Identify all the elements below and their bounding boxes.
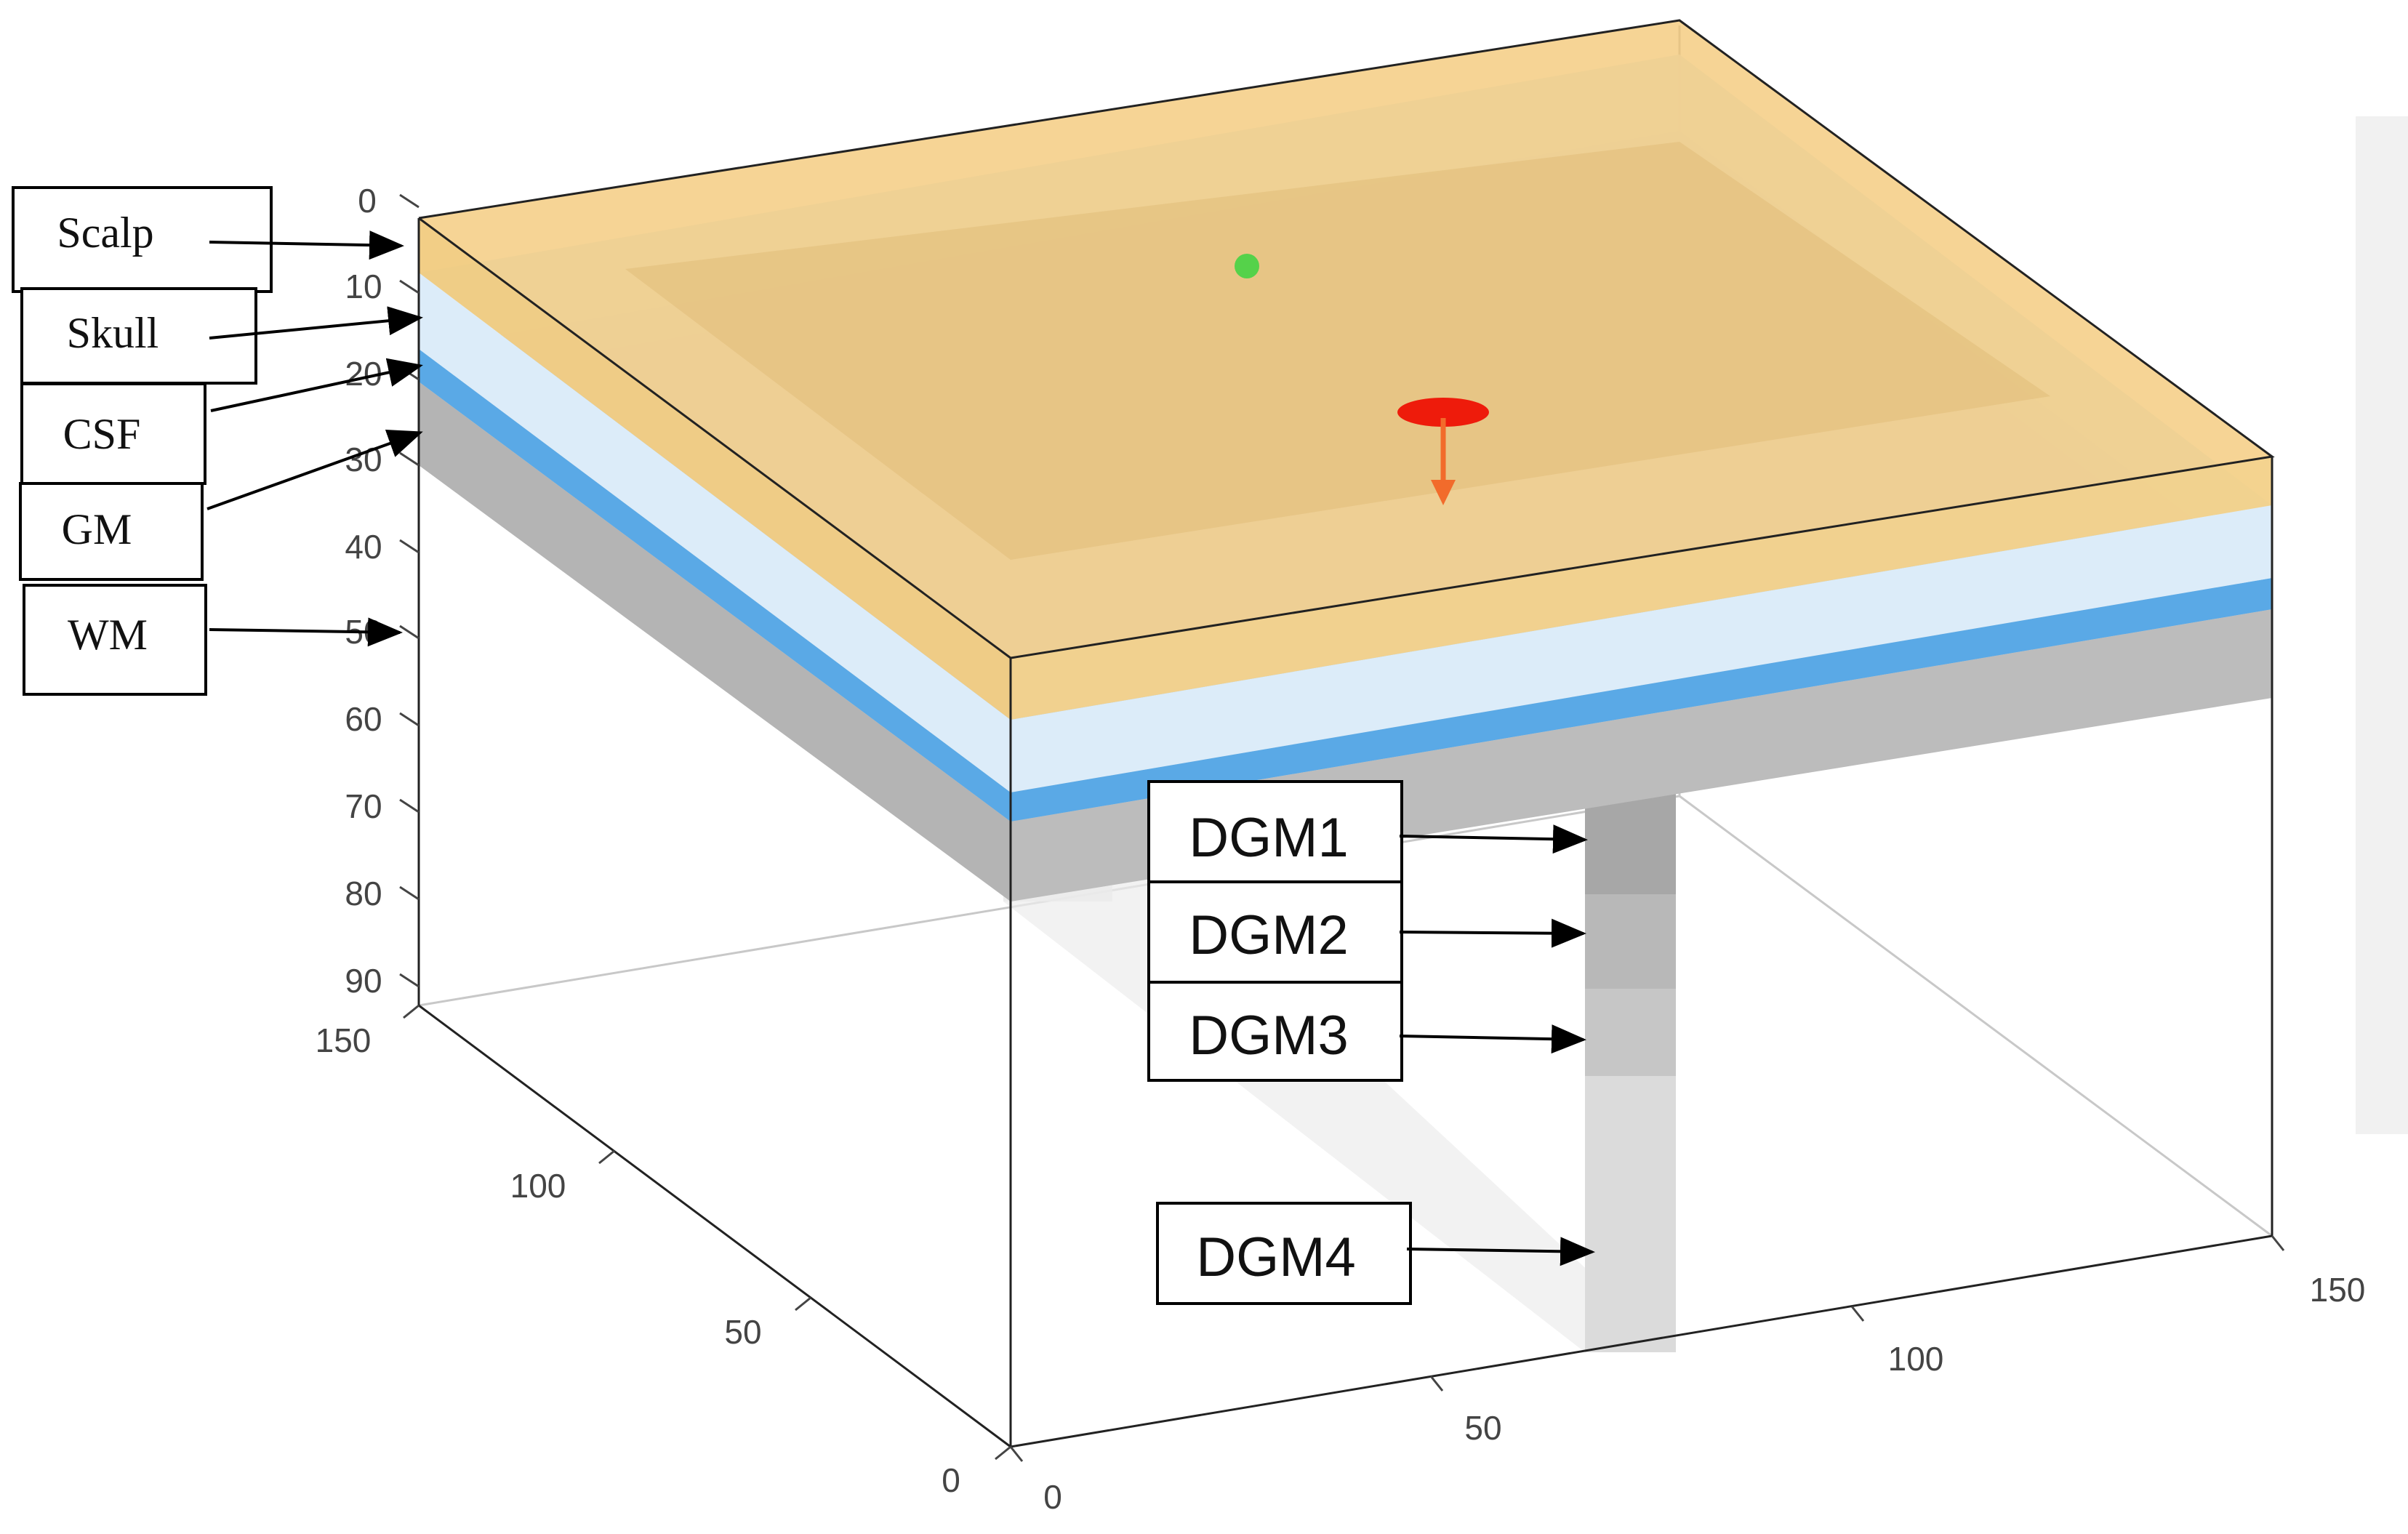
- dgm3-label-text: DGM3: [1189, 1005, 1349, 1067]
- z-tick-70: 70: [345, 787, 382, 825]
- csf-label-text: CSF: [63, 410, 141, 458]
- dgm2-label: DGM2: [1147, 880, 1586, 984]
- y-tick-150: 150: [316, 1021, 372, 1059]
- x-tick-150: 150: [2310, 1271, 2366, 1309]
- wm-label: WM: [23, 584, 403, 696]
- dgm3-block: [1585, 989, 1676, 1076]
- z-tick-0: 0: [358, 182, 377, 220]
- layer-labels: Scalp Skull CSF GM WM: [12, 186, 423, 696]
- x-tick-100: 100: [1888, 1340, 1944, 1378]
- z-tick-80: 80: [345, 875, 382, 912]
- z-tick-30: 30: [345, 441, 382, 478]
- sensor-dot-icon: [1235, 254, 1259, 278]
- scalp-label: Scalp: [12, 186, 404, 293]
- x-axis-ticks: [1009, 1235, 2285, 1462]
- dgm4-label: DGM4: [1156, 1202, 1595, 1305]
- x-tick-0: 0: [1043, 1478, 1062, 1516]
- dgm3-label: DGM3: [1147, 981, 1586, 1082]
- z-axis-labels: 0 10 20 30 40 50 60 70 80 90: [345, 182, 382, 1000]
- dgm1-label-text: DGM1: [1189, 807, 1349, 869]
- region-labels: DGM1 DGM2 DGM3 DGM4: [1147, 780, 1595, 1305]
- gm-label: GM: [19, 430, 423, 581]
- scalp-label-text: Scalp: [57, 209, 153, 257]
- y-axis-labels: 150 100 50 0: [316, 1021, 960, 1499]
- edge-shadow: [2356, 116, 2408, 1134]
- x-tick-50: 50: [1464, 1409, 1501, 1447]
- dgm2-block: [1585, 894, 1676, 989]
- dgm2-label-text: DGM2: [1189, 904, 1349, 966]
- z-tick-10: 10: [345, 268, 382, 305]
- z-tick-20: 20: [345, 355, 382, 393]
- x-axis-labels: 0 50 100 150: [1043, 1271, 2365, 1516]
- y-tick-100: 100: [510, 1167, 566, 1205]
- z-tick-90: 90: [345, 962, 382, 1000]
- gm-label-text: GM: [62, 505, 132, 553]
- dgm4-label-text: DGM4: [1196, 1226, 1356, 1288]
- scalp-layer: [419, 20, 2272, 720]
- dgm4-lower: [1585, 1076, 1676, 1352]
- csf-label: CSF: [20, 358, 423, 485]
- skull-label-text: Skull: [67, 309, 159, 357]
- y-tick-50: 50: [724, 1313, 761, 1351]
- y-axis-ticks: [403, 1004, 1011, 1461]
- source-dipole-icon: [1397, 398, 1489, 505]
- z-axis-ticks: [399, 193, 420, 988]
- z-tick-40: 40: [345, 528, 382, 566]
- y-tick-0: 0: [942, 1461, 960, 1499]
- skull-label: Skull: [20, 287, 423, 385]
- box-edges: [417, 19, 2275, 1448]
- wm-label-text: WM: [68, 611, 148, 659]
- z-tick-60: 60: [345, 700, 382, 738]
